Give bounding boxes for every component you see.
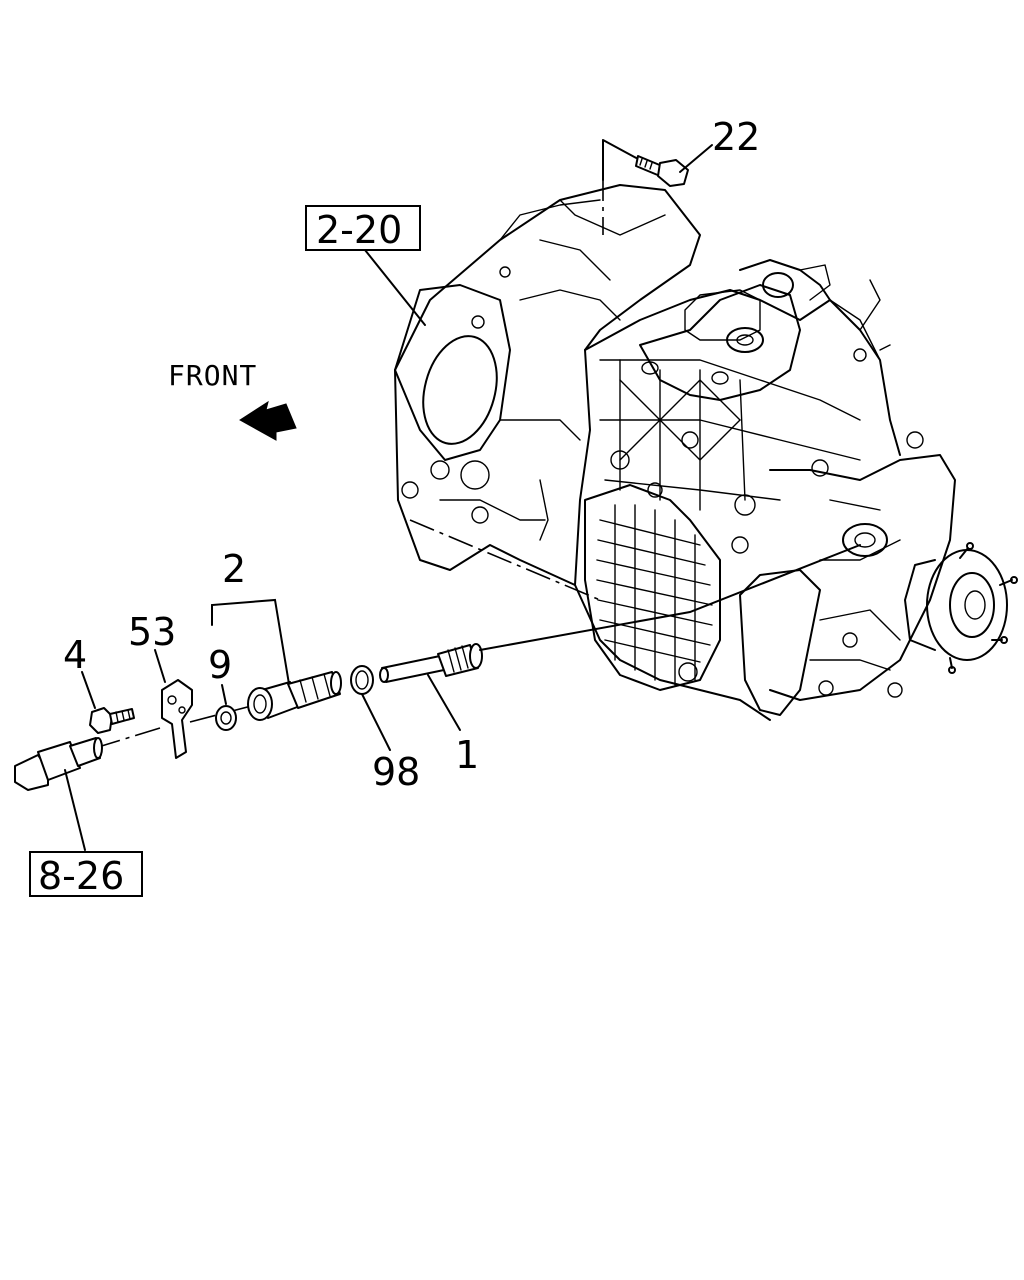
leader-53 [154,649,166,683]
bolt-4 [89,707,135,734]
ref-box-2-20 [305,205,421,251]
bracket-2 [211,598,291,691]
leader-22 [679,144,713,173]
transmission-assembly [394,184,1018,721]
label-9: 9 [208,643,232,687]
label-1: 1 [455,733,479,777]
speed-sensor [14,737,103,791]
leader-98 [361,693,391,751]
leader-1-shaft [479,544,861,651]
leader-2-20 [364,249,426,326]
front-label: FRONT [168,359,257,392]
front-arrow-icon [239,400,297,441]
label-98: 98 [372,750,420,794]
label-53: 53 [128,610,176,654]
leader-8-26 [64,769,86,851]
lock-plate-53 [161,679,193,759]
label-4: 4 [63,633,87,677]
leader-9 [221,684,227,705]
leader-1 [427,674,461,731]
o-ring-98 [350,665,374,695]
driven-gear-1 [379,643,483,683]
centerline-bell-housing [409,519,601,601]
label-2: 2 [222,547,246,591]
leader-4 [81,671,96,709]
ref-box-8-26 [29,851,143,897]
bolt-22 [602,139,689,187]
seal-9 [215,705,237,731]
ref-label-2-20: 2-20 [316,208,402,252]
ref-label-8-26: 8-26 [38,854,124,898]
label-22: 22 [712,115,760,159]
sleeve-assembly-2 [247,671,342,721]
